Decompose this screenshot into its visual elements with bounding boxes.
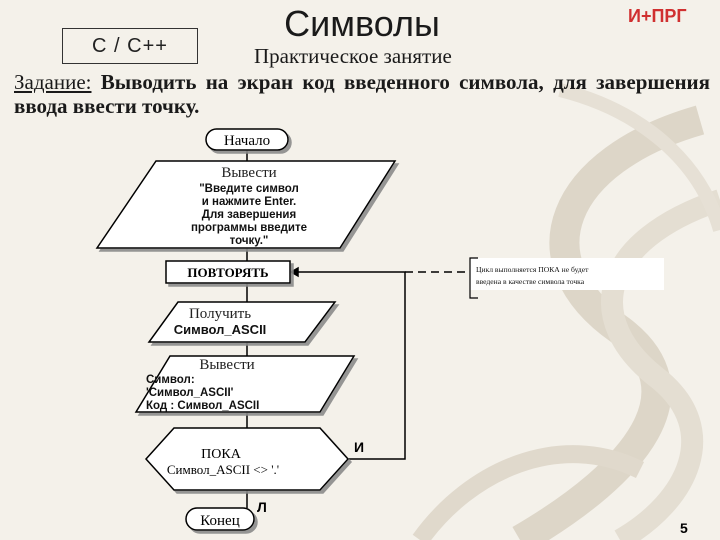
output1-line-5: точку." — [230, 235, 269, 247]
output1-line-1: "Введите символ — [199, 183, 299, 195]
subtitle: Практическое занятие — [254, 44, 452, 68]
output1-line-2: и нажмите Enter. — [202, 196, 297, 208]
course-label: И+ПРГ — [628, 6, 687, 26]
end-terminal: Конец — [185, 507, 255, 531]
condition-expression: Символ_ASCII <> '.' — [167, 462, 279, 477]
input-variable: Символ_ASCII — [174, 322, 267, 337]
condition-keyword: ПОКА — [201, 447, 242, 462]
flow-connectors — [246, 150, 470, 508]
output2-line-3: Код : Символ_ASCII — [146, 400, 259, 412]
output1-line-3: Для завершения — [202, 209, 296, 221]
page-title: Символы — [284, 3, 440, 44]
comment-line-2: введена в качестве символа точка — [476, 277, 585, 286]
condition-block: ПОКА Символ_ASCII <> '.' — [144, 427, 350, 491]
comment-line-1: Цикл выполняется ПОКА не будет — [476, 265, 589, 274]
true-branch-label: И — [354, 439, 364, 455]
input-title: Получить — [189, 306, 251, 322]
false-branch-label: Л — [257, 499, 267, 515]
task-text: Задание: Выводить на экран код введенног… — [14, 70, 710, 118]
output-block-prompt: Вывести "Введите символ и нажмите Enter.… — [95, 160, 397, 249]
output2-title: Вывести — [199, 357, 254, 373]
repeat-label: ПОВТОРЯТЬ — [187, 265, 268, 280]
start-label: Начало — [224, 133, 270, 149]
output1-line-4: программы введите — [191, 222, 307, 234]
repeat-block: ПОВТОРЯТЬ — [165, 260, 291, 284]
input-block: Получить Символ_ASCII — [147, 301, 337, 343]
task-description: Выводить на экран код введенного символа… — [14, 70, 711, 118]
loop-comment: Цикл выполняется ПОКА не будет введена в… — [469, 257, 664, 299]
output1-title: Вывести — [221, 165, 276, 181]
language-box: С / С++ — [62, 28, 198, 64]
output2-line-1: Символ: — [146, 374, 195, 386]
output-block-result: Вывести Символ: 'Символ_ASCII' Код : Сим… — [134, 355, 356, 413]
start-terminal: Начало — [205, 128, 289, 151]
output2-line-2: 'Символ_ASCII' — [146, 387, 234, 399]
page-number: 5 — [680, 520, 688, 536]
end-label: Конец — [200, 513, 239, 529]
task-label: Задание: — [14, 70, 92, 94]
